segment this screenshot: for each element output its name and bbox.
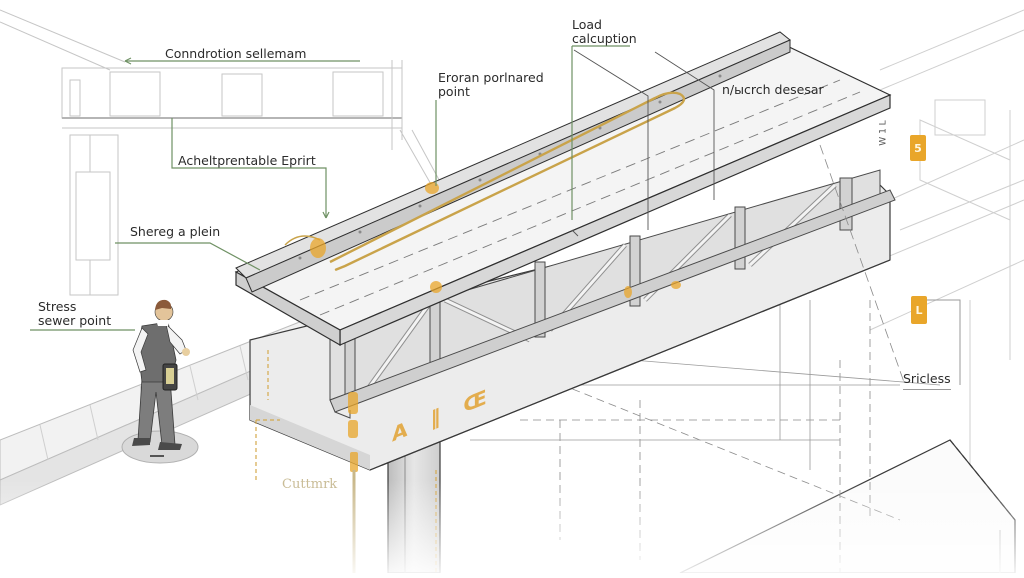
label-error-point-line-1: Erоran porlnared <box>438 70 544 85</box>
label-connection: Conndrotion sellemam <box>165 46 307 61</box>
label-error-point: Erоran porlnared point <box>438 71 544 99</box>
engineer-figure <box>121 299 199 464</box>
label-stress-line-2: sewer point <box>38 313 112 328</box>
label-load-line-2: calcuption <box>572 31 637 46</box>
label-stiffness: Sricless <box>903 372 951 390</box>
tag-marker-right: L <box>911 296 927 324</box>
background-structure-left <box>0 9 451 296</box>
leader-lines <box>30 45 630 331</box>
label-sharing-plein: Shereg a plein <box>130 224 221 239</box>
label-stress-line-1: Stress <box>38 299 77 314</box>
label-cutmark: Cuttmrk <box>282 477 338 492</box>
label-load-calculation: Load calcuption <box>572 18 637 46</box>
load-frame <box>571 49 715 237</box>
label-load-line-1: Load <box>572 17 602 32</box>
bottom-fade <box>0 480 1024 573</box>
label-stress-point: Stress sewer point <box>38 300 111 328</box>
label-interpretable: Acheltprentable Eprirt <box>178 153 316 168</box>
deck-markings <box>299 79 861 316</box>
stiffness-leader <box>819 144 906 386</box>
side-marking: W 1 L <box>878 120 889 146</box>
background-structure-right <box>869 9 1024 470</box>
truss-girder <box>329 169 896 419</box>
label-error-point-line-2: point <box>438 84 470 99</box>
tag-marker-upper-right: 5 <box>910 135 926 161</box>
bridge-deck <box>234 44 892 347</box>
label-n-search: n/ысrch desesar <box>722 82 824 97</box>
